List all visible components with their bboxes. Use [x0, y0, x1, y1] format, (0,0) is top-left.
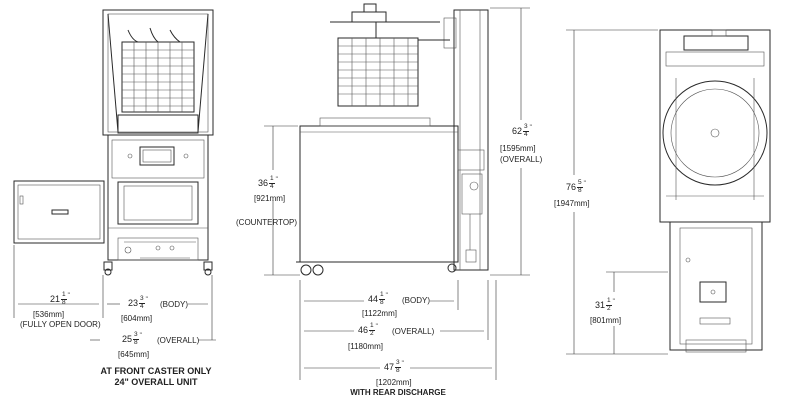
body-width-label: (BODY) [160, 300, 188, 309]
overall-width-fraction-numerator: 3 [133, 331, 139, 340]
rear-discharge-depth-inch-mark: " [401, 361, 404, 367]
open-door-fraction-denominator: 8 [62, 298, 66, 306]
body-width-fraction-denominator: 4 [140, 302, 144, 310]
open-door-inch-mark: " [67, 293, 70, 299]
rear-view [566, 29, 771, 355]
body-depth-metric: [1122mm] [362, 309, 397, 318]
rear-height-fraction-numerator: 5 [577, 179, 583, 188]
side-height-inch-mark: " [529, 125, 532, 131]
rear-height-inch-mark: " [583, 181, 586, 187]
countertop-height-fraction-denominator: 4 [270, 182, 274, 190]
countertop-height-inches: 36 [258, 177, 269, 188]
body-width-fraction-numerator: 3 [139, 295, 145, 304]
rear-low-height-metric: [801mm] [590, 316, 622, 325]
body-width-metric: [604mm] [121, 314, 153, 323]
overall-width-label: (OVERALL) [157, 336, 200, 345]
body-width-inches: 23 [128, 297, 139, 308]
overall-depth-metric: [1180mm] [348, 342, 383, 351]
side-height-metric: [1595mm] [500, 144, 536, 153]
overall-depth-fraction-denominator: 2 [370, 329, 374, 337]
countertop-height-inch-mark: " [275, 177, 278, 183]
rear-low-height-fraction-denominator: 2 [607, 304, 611, 312]
body-depth-fraction-denominator: 8 [380, 298, 384, 306]
rear-discharge-depth-metric: [1202mm] [376, 378, 412, 387]
side-height-fraction-denominator: 4 [524, 130, 528, 138]
overall-width-inch-mark: " [139, 333, 142, 339]
rear-low-height-inches: 31 [595, 299, 606, 310]
open-door-metric: [536mm] [33, 310, 65, 319]
overall-width-fraction-denominator: 8 [134, 338, 138, 346]
rear-discharge-label: WITH REAR DISCHARGE [350, 388, 446, 397]
rear-discharge-depth-fraction-numerator: 3 [395, 359, 401, 368]
countertop-label: (COUNTERTOP) [236, 218, 298, 227]
overall-depth-fraction-numerator: 1 [369, 322, 375, 331]
overall-depth-inch-mark: " [375, 324, 378, 330]
body-depth-fraction-numerator: 1 [379, 291, 385, 300]
overall-depth-label: (OVERALL) [392, 327, 435, 336]
overall-width-metric: [645mm] [118, 350, 150, 359]
rear-low-height-inch-mark: " [612, 299, 615, 305]
side-view [264, 3, 530, 380]
rear-discharge-depth-fraction-denominator: 8 [396, 366, 400, 374]
rear-discharge-depth-inches: 47 [384, 361, 395, 372]
front-view [13, 9, 216, 341]
rear-height-metric: [1947mm] [554, 199, 590, 208]
countertop-height-fraction-numerator: 1 [269, 175, 275, 184]
caster-note-line2: 24" OVERALL UNIT [114, 377, 198, 387]
body-depth-inches: 44 [368, 293, 379, 304]
rear-low-height-fraction-numerator: 1 [606, 297, 612, 306]
overall-width-inches: 25 [122, 333, 133, 344]
rear-height-inches: 76 [566, 181, 577, 192]
caster-note-line1: AT FRONT CASTER ONLY [100, 366, 212, 376]
caster-note: AT FRONT CASTER ONLY 24" OVERALL UNIT [86, 366, 226, 388]
open-door-fraction-numerator: 1 [61, 291, 67, 300]
side-height-inches: 62 [512, 125, 523, 136]
open-door-inches: 21 [50, 293, 61, 304]
countertop-height-metric: [921mm] [254, 194, 286, 203]
open-door-label: (FULLY OPEN DOOR) [20, 320, 101, 329]
body-width-inch-mark: " [145, 297, 148, 303]
side-height-label: (OVERALL) [500, 155, 543, 164]
rear-height-fraction-denominator: 8 [578, 186, 582, 194]
side-height-fraction-numerator: 3 [523, 123, 529, 132]
body-depth-inch-mark: " [385, 293, 388, 299]
body-depth-label: (BODY) [402, 296, 430, 305]
overall-depth-inches: 46 [358, 324, 369, 335]
